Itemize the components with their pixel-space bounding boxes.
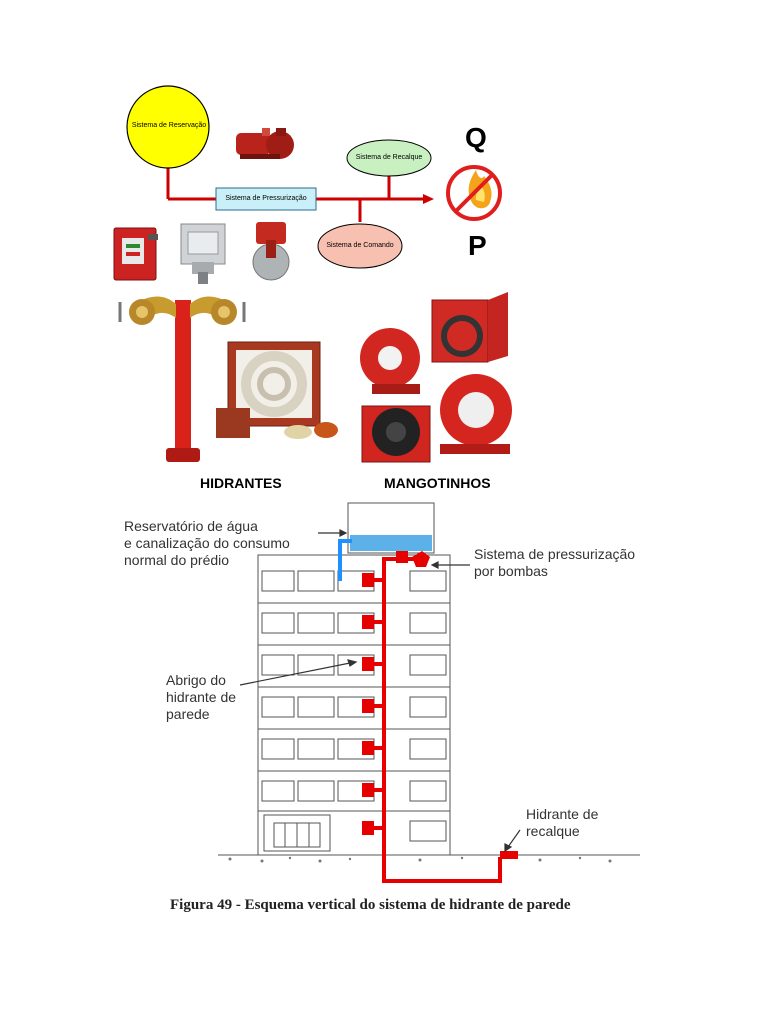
main-pipe <box>166 165 425 222</box>
pressurizacao-label-line1: Sistema de pressurização <box>474 546 636 562</box>
recalque-label-line1: Hidrante de <box>526 806 599 822</box>
recalque-node <box>346 139 432 177</box>
hydrant-column-icon <box>118 296 246 462</box>
pump-icon <box>396 551 430 567</box>
pressurizacao-node <box>215 187 317 211</box>
flow-valve-icon <box>252 222 290 281</box>
abrigo-label-line3: parede <box>166 706 210 722</box>
figure-caption: Figura 49 - Esquema vertical do sistema … <box>170 897 571 913</box>
hydrant-cabinet-icon <box>362 573 384 835</box>
no-fire-icon <box>446 165 502 221</box>
recalque-hydrant-label: Hidrante de recalque <box>526 806 598 840</box>
comando-label: Sistema de Comando <box>326 242 394 249</box>
reservacao-label: Sistema de Reservação <box>131 122 207 129</box>
abrigo-label: Abrigo do hidrante de parede <box>166 672 236 723</box>
building-outline <box>257 554 451 856</box>
pump-icon <box>236 128 294 159</box>
reservatorio-label: Reservatório de água e canalização do co… <box>124 518 290 569</box>
building-diagram <box>218 502 640 883</box>
pressurizacao-label: Sistema de Pressurização <box>225 195 307 202</box>
hose-cabinet-icon <box>216 341 338 439</box>
flow-arrow-icon <box>423 194 434 204</box>
pressurizacao-label-line2: por bombas <box>474 563 548 579</box>
recalque-label: Sistema de Recalque <box>355 154 423 161</box>
pressurizacao-bombas-label: Sistema de pressurização por bombas <box>474 546 635 580</box>
alarm-box-icon <box>113 227 158 281</box>
leader-arrows <box>239 529 521 853</box>
floor-windows <box>258 570 450 852</box>
comando-node <box>317 223 403 269</box>
recalque-hydrant-icon <box>500 851 518 859</box>
reservatorio-label-line1: Reservatório de água <box>124 518 258 534</box>
tank-water <box>350 535 432 551</box>
hose-reel-icon <box>360 292 512 463</box>
top-diagram <box>108 85 512 470</box>
ground-texture <box>228 856 612 863</box>
pressure-switch-icon <box>180 223 226 284</box>
recalque-label-line2: recalque <box>526 823 580 839</box>
hidrantes-label: HIDRANTES <box>200 475 282 491</box>
q-label: Q <box>465 122 487 153</box>
reservatorio-label-line3: normal do prédio <box>124 552 230 568</box>
consumption-pipe <box>338 539 352 581</box>
reservacao-node <box>126 85 210 169</box>
fire-riser <box>382 557 502 883</box>
abrigo-label-line2: hidrante de <box>166 689 237 705</box>
mangotinhos-label: MANGOTINHOS <box>384 475 491 491</box>
p-label: P <box>468 230 487 261</box>
reservatorio-label-line2: e canalização do consumo <box>124 535 290 551</box>
water-tank <box>347 502 435 554</box>
abrigo-label-line1: Abrigo do <box>166 672 226 688</box>
